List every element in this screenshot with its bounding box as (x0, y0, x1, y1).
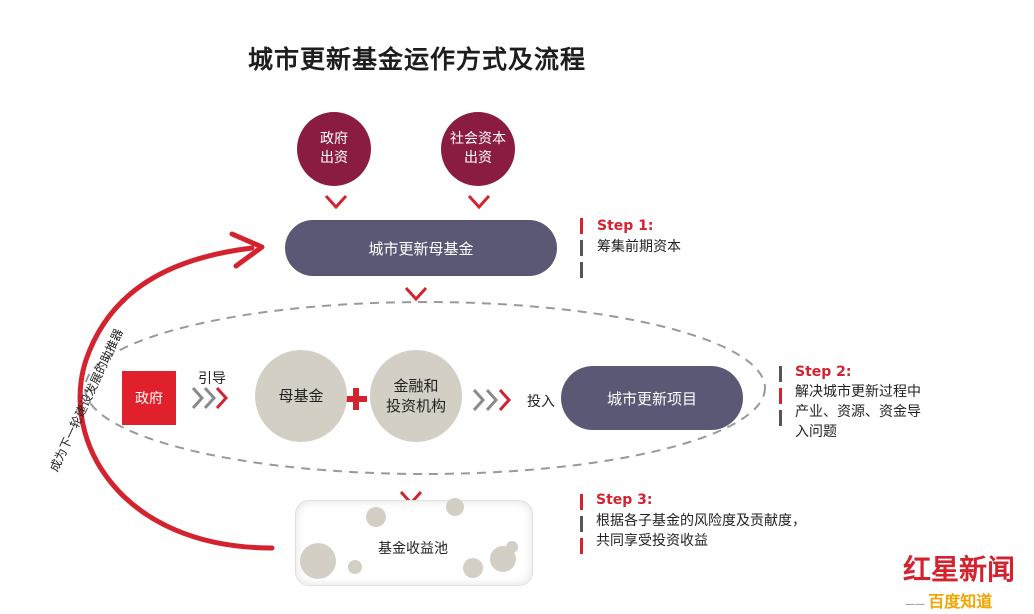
step-marker (580, 516, 583, 532)
pool-bubble (366, 507, 386, 527)
step-marker (779, 366, 782, 382)
step3-line: 共同享受投资收益 (596, 533, 708, 549)
chevron-right-icon (498, 388, 512, 412)
step-marker (580, 494, 583, 510)
watermark-partner: —— 百度知道 (905, 592, 993, 611)
step2-line: 入问题 (795, 424, 837, 440)
step-marker (779, 410, 782, 426)
chevron-down-icon (324, 194, 348, 210)
financial-institutions-circle: 金融和 投资机构 (370, 350, 462, 442)
chevron-right-icon (472, 388, 486, 412)
step2-line: 解决城市更新过程中 (795, 384, 921, 400)
pool-bubble (446, 498, 464, 516)
chevron-right-icon (203, 386, 217, 410)
urban-renewal-project-pill: 城市更新项目 (561, 366, 743, 430)
step-marker (580, 262, 583, 278)
dashed-ellipse (84, 301, 766, 475)
chevron-down-icon (467, 194, 491, 210)
mother-fund-circle: 母基金 (255, 350, 347, 442)
social-capital-funding-circle: 社会资本 出资 (441, 112, 515, 186)
step-marker (580, 538, 583, 554)
step-marker (580, 218, 583, 234)
pool-bubble (300, 543, 336, 579)
invest-label: 投入 (527, 394, 555, 410)
pool-bubble (506, 541, 518, 553)
watermark-logo: 红星新闻 (903, 553, 1016, 586)
pool-bubble (348, 560, 362, 574)
chevron-down-icon (404, 286, 428, 302)
step-marker (779, 388, 782, 404)
step2-heading: Step 2: (795, 364, 852, 380)
mother-fund-pill: 城市更新母基金 (285, 220, 557, 276)
pool-bubble (463, 558, 483, 578)
government-box: 政府 (122, 371, 176, 425)
step1-heading: Step 1: (597, 218, 654, 234)
page-title: 城市更新基金运作方式及流程 (248, 45, 587, 74)
chevron-right-icon (191, 386, 205, 410)
fund-revenue-pool-label: 基金收益池 (378, 541, 448, 557)
government-funding-circle: 政府 出资 (297, 112, 371, 186)
step3-line: 根据各子基金的风险度及贡献度， (596, 513, 806, 529)
step2-line: 产业、资源、资金导 (795, 404, 921, 420)
feedback-arrowhead (229, 231, 265, 269)
guide-label: 引导 (198, 371, 226, 387)
step1-text: 筹集前期资本 (597, 239, 681, 255)
step3-heading: Step 3: (596, 492, 653, 508)
step-marker (580, 240, 583, 256)
chevron-right-icon (485, 388, 499, 412)
watermark-partner-text: 百度知道 (928, 592, 993, 611)
fund-revenue-pool (295, 500, 533, 586)
chevron-right-icon (215, 386, 229, 410)
feedback-curve (77, 245, 275, 551)
